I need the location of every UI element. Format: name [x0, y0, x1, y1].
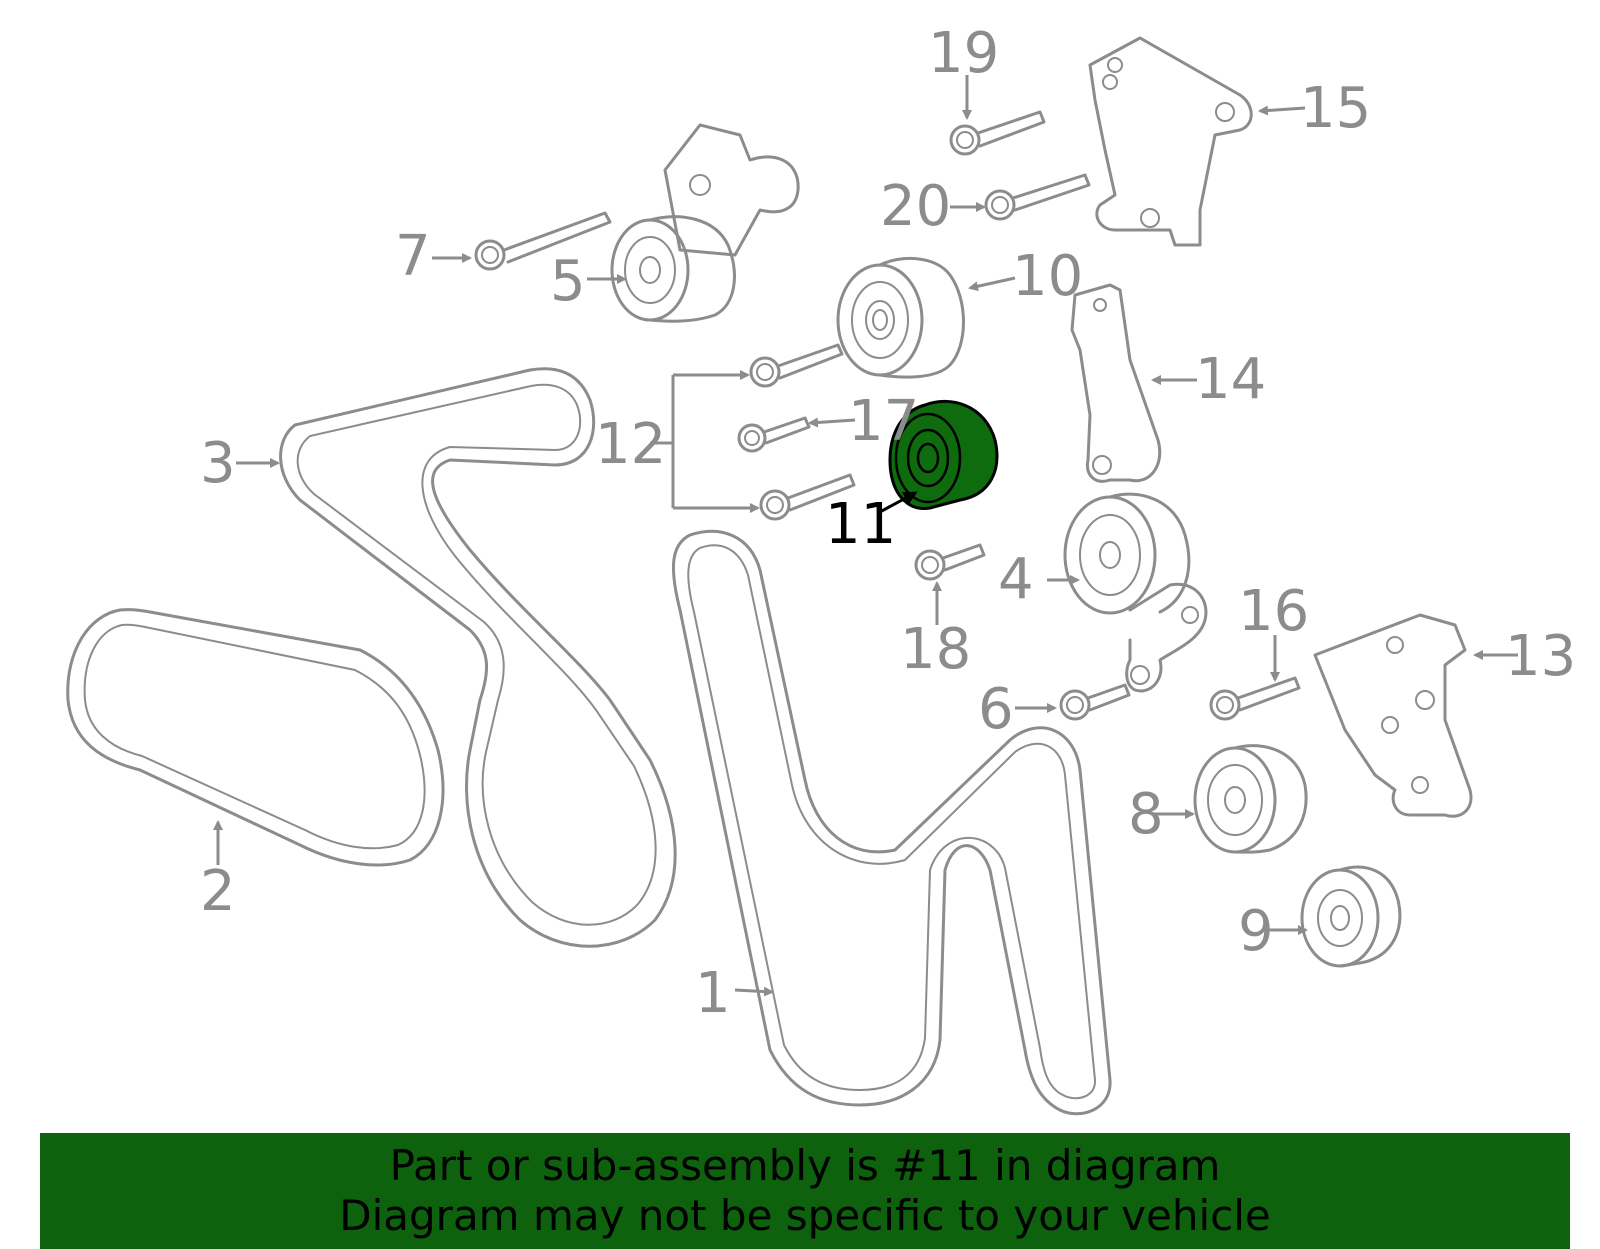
callout-8: 8 — [1128, 782, 1164, 847]
callout-11[interactable]: 11 — [825, 492, 896, 557]
idler-pulley-11-highlighted[interactable] — [888, 399, 999, 510]
callout-12: 12 — [595, 412, 666, 477]
bolt-17 — [737, 416, 811, 453]
belt-3 — [279, 367, 677, 948]
bolt-19 — [949, 110, 1046, 156]
callout-3: 3 — [200, 431, 236, 496]
bracket-15 — [1088, 36, 1253, 247]
leader-lines — [213, 75, 1518, 997]
callout-17: 17 — [848, 389, 919, 454]
callout-7: 7 — [395, 224, 431, 289]
serpentine-belt-1 — [671, 529, 1112, 1116]
pulley-8 — [1193, 744, 1308, 854]
callout-10: 10 — [1012, 244, 1083, 309]
callout-1: 1 — [695, 961, 731, 1026]
banner-line-disclaimer: Diagram may not be specific to your vehi… — [339, 1191, 1271, 1240]
callout-20: 20 — [880, 174, 951, 239]
bolt-6 — [1059, 683, 1131, 721]
callout-labels: 1 2 3 4 5 6 7 8 9 10 11 12 13 14 15 16 1… — [200, 21, 1576, 1026]
callout-9: 9 — [1238, 899, 1274, 964]
callout-13: 13 — [1505, 624, 1576, 689]
info-banner: Part or sub-assembly is #11 in diagram D… — [40, 1133, 1570, 1249]
callout-19: 19 — [928, 21, 999, 86]
callout-14: 14 — [1195, 347, 1266, 412]
bracket-13 — [1313, 613, 1473, 818]
belt-tensioner-5 — [610, 123, 800, 323]
banner-line-part-number: Part or sub-assembly is #11 in diagram — [389, 1141, 1221, 1190]
bolt-12-lower — [759, 473, 856, 521]
callout-16: 16 — [1238, 579, 1309, 644]
callout-2: 2 — [200, 859, 236, 924]
bolt-16 — [1209, 676, 1301, 721]
callout-4: 4 — [998, 547, 1034, 612]
belt-tensioner-4 — [1063, 492, 1208, 693]
callout-6: 6 — [978, 677, 1014, 742]
idler-pulley-10 — [836, 256, 965, 379]
bolt-18 — [914, 543, 986, 581]
callout-15: 15 — [1300, 76, 1371, 141]
bolt-7 — [474, 211, 612, 271]
callout-18: 18 — [900, 617, 971, 682]
idler-pulley-9 — [1300, 865, 1402, 968]
bolt-20 — [984, 173, 1091, 221]
belt-2 — [66, 608, 445, 867]
bolt-12-upper — [749, 343, 844, 388]
bracket-14 — [1070, 283, 1162, 483]
callout-5: 5 — [550, 249, 586, 314]
